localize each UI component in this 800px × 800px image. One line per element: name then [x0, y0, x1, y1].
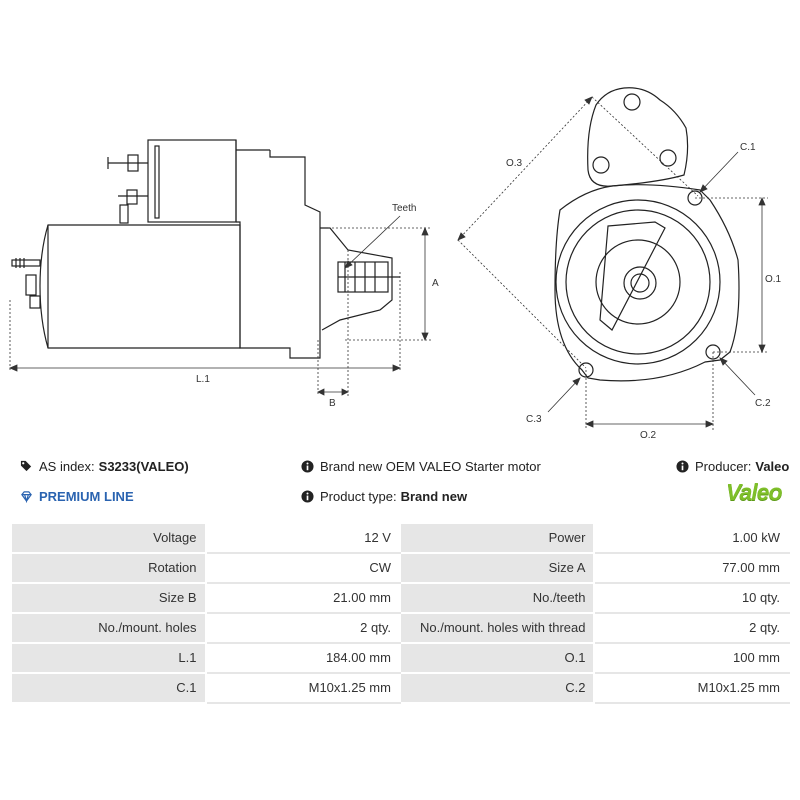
spec-value: 100 mm [593, 642, 790, 674]
premium-line-label: PREMIUM LINE [39, 489, 134, 504]
table-row: L.1 184.00 mm O.1 100 mm [10, 642, 790, 674]
tags-icon [20, 460, 32, 472]
info-icon [676, 460, 689, 473]
side-view [11, 139, 400, 359]
spec-value: M10x1.25 mm [204, 672, 401, 704]
spec-key: L.1 [10, 642, 207, 674]
info-icon [301, 460, 314, 473]
spec-value: M10x1.25 mm [593, 672, 790, 704]
table-row: C.1 M10x1.25 mm C.2 M10x1.25 mm [10, 672, 790, 704]
spec-key: No./teeth [398, 582, 596, 614]
spec-value: 2 qty. [593, 612, 790, 644]
flange [554, 184, 740, 382]
front-dimensions [457, 96, 768, 430]
product-type-value: Brand new [400, 489, 468, 504]
spec-key: No./mount. holes [10, 612, 207, 644]
producer-row: Producer: Valeo [676, 459, 789, 474]
ear-top [587, 87, 689, 187]
drive-housing [236, 150, 321, 359]
dim-o1-label: O.1 [765, 274, 782, 285]
front-view [554, 87, 740, 382]
shaft [623, 266, 657, 300]
spec-key: Size B [10, 582, 207, 614]
table-row: Rotation CW Size A 77.00 mm [10, 552, 790, 584]
spec-value: CW [204, 552, 401, 584]
description-text: Brand new OEM VALEO Starter motor [320, 459, 541, 474]
spec-value: 2 qty. [204, 612, 401, 644]
outer-ring [555, 199, 721, 365]
valeo-logo: Valeo [726, 479, 783, 505]
spec-value: 21.00 mm [204, 582, 401, 614]
spec-key: No./mount. holes with thread [398, 612, 596, 644]
spec-key: Power [398, 522, 596, 554]
product-type-row: Product type: Brand new [301, 489, 467, 504]
spec-value: 12 V [204, 522, 401, 554]
specs-table: Voltage 12 V Power 1.00 kW Rotation CW S… [10, 522, 790, 704]
spec-key: Rotation [10, 552, 207, 584]
as-index-label: AS index: [39, 459, 95, 474]
as-index-value: S3233(VALEO) [98, 459, 189, 474]
description-row: Brand new OEM VALEO Starter motor [301, 459, 541, 474]
diamond-icon [21, 491, 32, 503]
dim-o3-label: O.3 [506, 158, 523, 169]
info-icon [301, 490, 314, 503]
dim-l1-label: L.1 [196, 374, 210, 385]
table-row: No./mount. holes 2 qty. No./mount. holes… [10, 612, 790, 644]
solenoid [147, 139, 237, 223]
motor-body [39, 224, 241, 349]
as-index-row: AS index: S3233(VALEO) [20, 459, 189, 474]
spec-value: 10 qty. [593, 582, 790, 614]
spec-key: O.1 [398, 642, 596, 674]
table-row: Voltage 12 V Power 1.00 kW [10, 522, 790, 554]
nose [320, 227, 393, 331]
technical-drawing: Teeth A L.1 B [8, 87, 782, 441]
side-dimensions [8, 215, 432, 396]
spec-value: 1.00 kW [593, 522, 790, 554]
dim-c2-label: C.2 [755, 398, 771, 409]
spec-value: 184.00 mm [204, 642, 401, 674]
producer-value: Valeo [755, 459, 790, 474]
dim-b-label: B [329, 398, 336, 409]
spec-key: C.2 [398, 672, 596, 704]
front-dimension-labels: O.3 C.1 O.1 C.2 C.3 O.2 [506, 142, 782, 441]
premium-row: PREMIUM LINE [20, 489, 134, 504]
producer-label: Producer: [695, 459, 752, 474]
spec-value: 77.00 mm [593, 552, 790, 584]
dim-a-label: A [432, 278, 439, 289]
dim-c1-label: C.1 [740, 142, 756, 153]
spec-key: Voltage [10, 522, 207, 554]
spec-key: C.1 [10, 672, 207, 704]
dim-c3-label: C.3 [526, 414, 542, 425]
side-dimension-labels: Teeth A L.1 B [196, 203, 439, 409]
spec-key: Size A [398, 552, 596, 584]
teeth-label: Teeth [392, 203, 416, 214]
dim-o2-label: O.2 [640, 430, 657, 441]
product-type-label: Product type: [320, 489, 397, 504]
table-row: Size B 21.00 mm No./teeth 10 qty. [10, 582, 790, 614]
